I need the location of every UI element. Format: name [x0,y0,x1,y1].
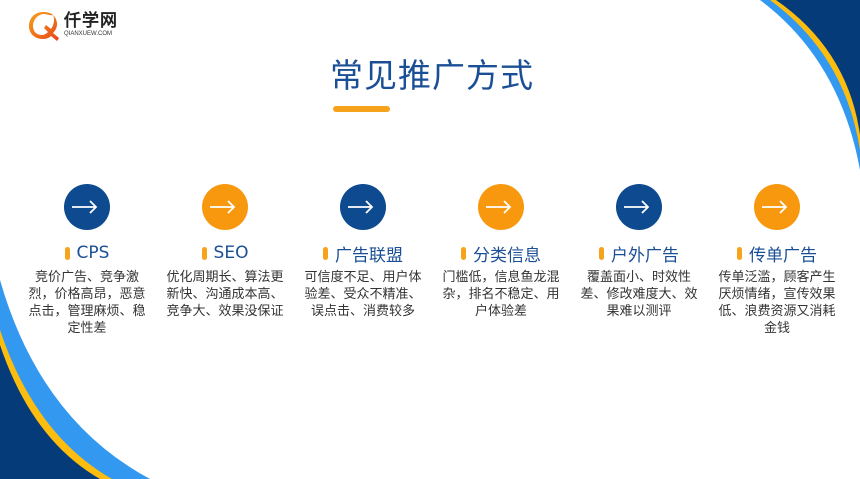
promotion-methods-list: CPS 竞价广告、竞争激烈，价格高昂，恶意点击，管理麻烦、稳定性差 SEO 优化… [18,184,848,337]
method-description: 传单泛滥，顾客产生厌烦情绪，宣传效果低、浪费资源又消耗金钱 [718,270,836,336]
logo-name-cn: 仟学网 [64,11,118,31]
page-title: 常见推广方式 [330,56,534,95]
bullet-bar [599,246,604,260]
method-description: 优化周期长、算法更新快、沟通成本高、竞争大、效果没保证 [166,270,284,319]
method-description: 竞价广告、竞争激烈，价格高昂，恶意点击，管理麻烦、稳定性差 [28,270,146,336]
method-label: 分类信息 [473,245,541,266]
method-cps: CPS 竞价广告、竞争激烈，价格高昂，恶意点击，管理麻烦、稳定性差 [18,184,156,337]
method-flyer-ads: 传单广告 传单泛滥，顾客产生厌烦情绪，宣传效果低、浪费资源又消耗金钱 [708,184,846,337]
arrow-right-icon [202,184,248,230]
method-outdoor-ads: 户外广告 覆盖面小、时效性差、修改难度大、效果难以测评 [570,184,708,337]
method-description: 可信度不足、用户体验差、受众不精准、误点击、消费较多 [304,270,422,319]
arrow-right-icon [616,184,662,230]
bullet-bar [64,246,70,260]
method-classified-info: 分类信息 门槛低，信息鱼龙混杂，排名不稳定、用户体验差 [432,184,570,337]
method-description: 门槛低，信息鱼龙混杂，排名不稳定、用户体验差 [442,270,560,319]
method-label: 广告联盟 [335,245,403,266]
arrow-right-icon [478,184,524,230]
arrow-right-icon [64,184,110,230]
bullet-bar [461,246,466,260]
method-ad-alliance: 广告联盟 可信度不足、用户体验差、受众不精准、误点击、消费较多 [294,184,432,337]
bullet-bar [737,246,742,260]
logo-name-en: QIANXUEW.COM [64,31,113,37]
logo-q-icon [29,12,59,41]
bullet-bar [201,246,207,260]
method-label: 户外广告 [611,245,679,266]
method-description: 覆盖面小、时效性差、修改难度大、效果难以测评 [580,270,698,319]
method-label: 传单广告 [749,245,817,266]
method-label: SEO [213,243,249,263]
bullet-bar [323,246,328,260]
arrow-right-icon [754,184,800,230]
title-underline [333,106,390,112]
arrow-right-icon [340,184,386,230]
method-seo: SEO 优化周期长、算法更新快、沟通成本高、竞争大、效果没保证 [156,184,294,337]
method-label: CPS [76,243,110,263]
logo: 仟学网 QIANXUEW.COM [26,8,118,42]
